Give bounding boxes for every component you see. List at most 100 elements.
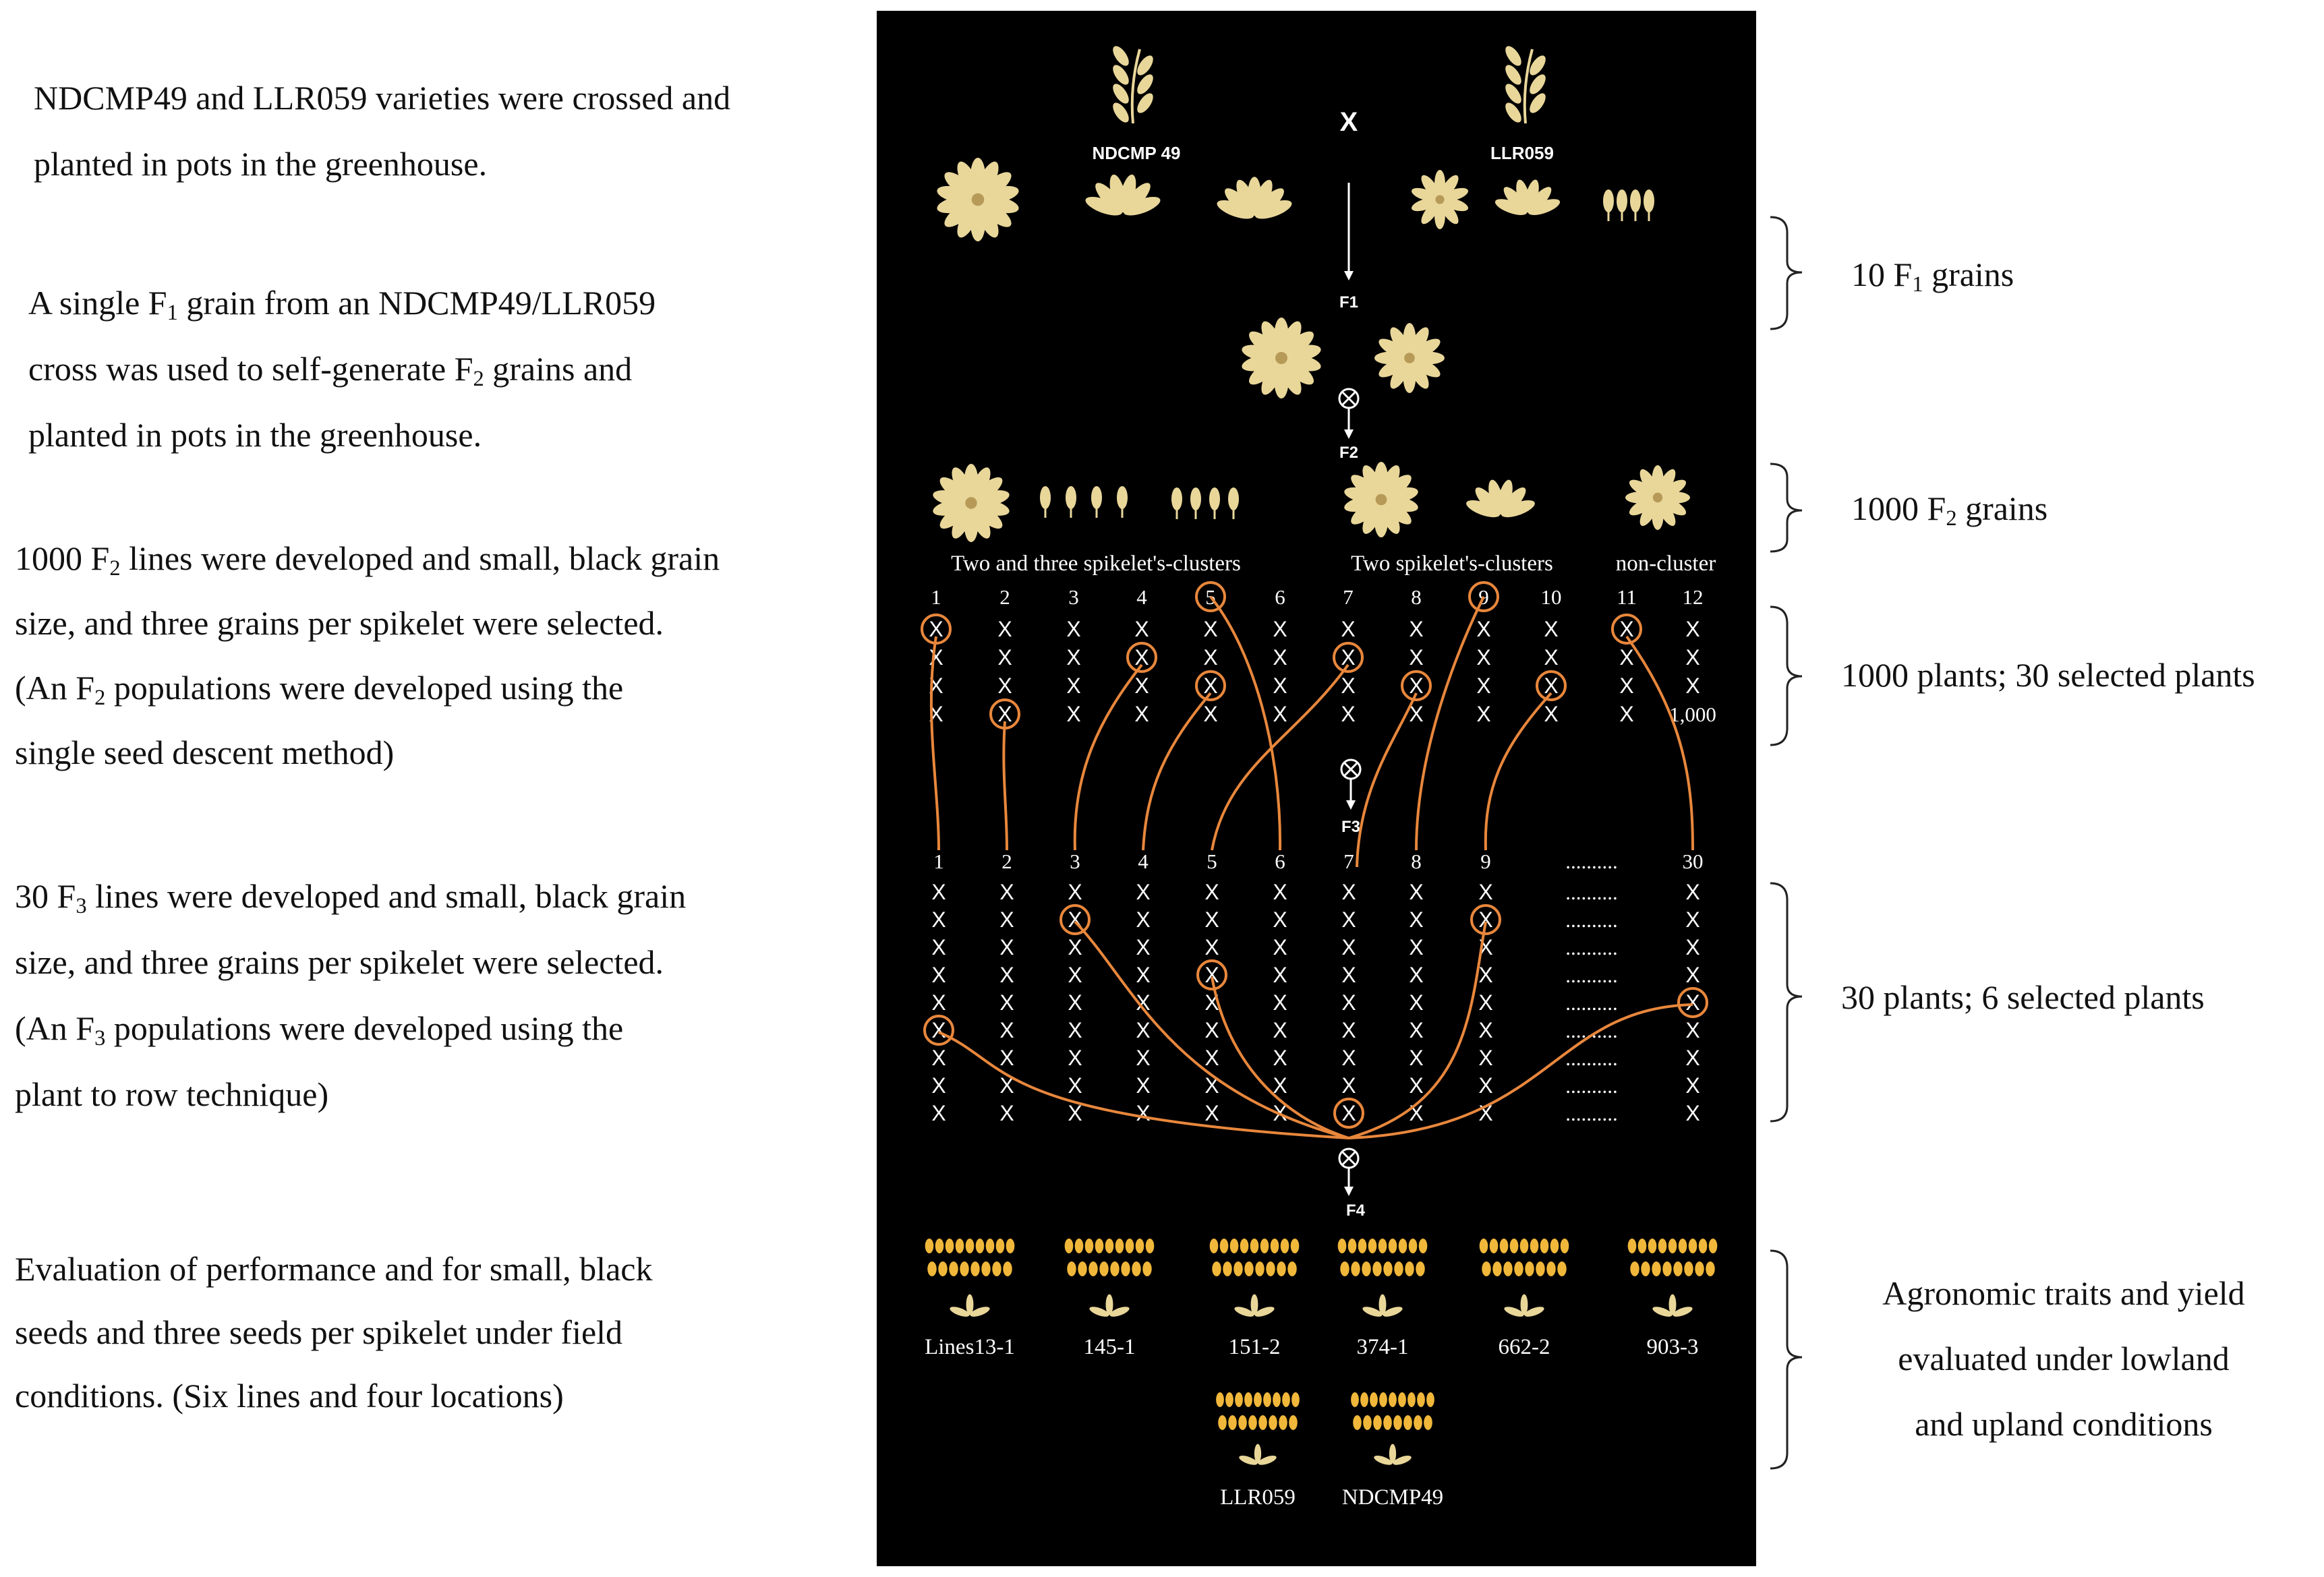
f3-mark: X [1409, 935, 1423, 959]
check-ndcmp49-spikelet-grain [1389, 1444, 1397, 1464]
check-ndcmp49-row1-seed [1370, 1392, 1378, 1407]
f4-line-3-row2-seed [1255, 1261, 1265, 1276]
f4-line-6-row1-seed [1648, 1239, 1657, 1253]
f4-line-1-row1-seed [945, 1239, 954, 1253]
f3-mark-last: X [1685, 1046, 1700, 1070]
f3-mark: X [931, 907, 946, 932]
f3-mark: X [999, 935, 1014, 959]
f4-line-2-row2-seed [1121, 1261, 1130, 1276]
f2-singles-b-grain [1171, 487, 1182, 510]
parent2-cluster-a-center [1435, 195, 1445, 204]
self-f3-x2 [1341, 1151, 1356, 1166]
f3-mark: X [1068, 1101, 1082, 1125]
f2-f3-connector-3 [1073, 663, 1143, 851]
parent1-label: NDCMP 49 [1092, 143, 1180, 163]
check-ndcmp49-row2-seed [1363, 1415, 1372, 1430]
f4-line-3-row1 [1209, 1239, 1300, 1253]
f2-cluster-4-grain [1629, 479, 1656, 498]
f3-mark: X [1478, 963, 1492, 987]
f4-line-1-row2-seed [970, 1261, 980, 1276]
f3-mark: X [1341, 1101, 1356, 1125]
arrow-f3-f4-head [1344, 1187, 1354, 1196]
f2-col-1: 1 [931, 585, 941, 609]
f2-mark: X [1066, 702, 1080, 726]
parent1-cluster-a-grain [977, 161, 999, 196]
f3-merge-curve-4 [1348, 921, 1487, 1139]
parent2-cluster-a-grain [1411, 187, 1437, 202]
f2-singles-b [1171, 487, 1239, 519]
f2-col-3: 3 [1068, 585, 1079, 609]
step1-line2: planted in pots in the greenhouse. [34, 145, 488, 183]
cluster-label-two-three: Two and three spikelet's-clusters [951, 552, 1241, 576]
f3-mark: X [1136, 1101, 1150, 1125]
f4-line-6-row2-seed [1684, 1261, 1693, 1276]
self-f2-ring [1340, 758, 1362, 780]
step5-description: Evaluation of performance and for small,… [15, 1237, 652, 1427]
f1-cluster-a-grain [1261, 361, 1282, 395]
f3-mark: X [1068, 935, 1082, 959]
parent2-cluster-a-grain [1440, 175, 1459, 198]
f4-line-3-row2-seed [1212, 1261, 1221, 1276]
f2-cluster-1 [933, 464, 1010, 542]
parent1-cluster-b-grain [1123, 196, 1161, 216]
f2-f3-connector-6 [1211, 663, 1349, 851]
f4-line-1-row1-seed [925, 1239, 934, 1253]
step3-line2: size, and three grains per spikelet were… [15, 604, 664, 642]
step4-line1-a: 30 F [15, 877, 76, 915]
f4-line-5-label: 662-2 [1499, 1335, 1550, 1359]
f2-mark: X [997, 674, 1012, 698]
parent2-singles-grain [1630, 189, 1641, 212]
f2-mark: X [1273, 702, 1287, 726]
f4-line-3-row2-seed [1233, 1261, 1243, 1276]
check-llr059-row2-seed [1269, 1415, 1277, 1430]
f3-mark: X [1478, 990, 1492, 1015]
f4-line-1-row2-seed [992, 1261, 1001, 1276]
parent2-panicle-grain [1505, 46, 1521, 66]
parent2-singles-grain [1617, 189, 1627, 212]
f2-cluster-1-grain [952, 467, 972, 500]
f3-mark: X [931, 990, 946, 1015]
f3-mark: X [1204, 907, 1219, 932]
f4-line-6-spikelet-grain [1652, 1307, 1673, 1317]
self-f1-ring [1338, 388, 1360, 409]
f4-line-5-row1-seed [1509, 1239, 1519, 1253]
f2-cluster-2-grain [1381, 465, 1400, 497]
step2-line2-b: grains and [484, 350, 633, 388]
f3-mark: X [1341, 990, 1356, 1015]
gen-f4-label: F4 [1346, 1201, 1366, 1220]
step3-line3-sub: 2 [94, 686, 106, 711]
f1-cluster-b-grain [1410, 327, 1429, 356]
f4-line-6-row2-seed [1706, 1261, 1715, 1276]
step4-line1-sub: 3 [76, 894, 87, 919]
f4-line-1-row1-seed [975, 1239, 985, 1253]
step2-line2-sub: 2 [473, 367, 484, 392]
f4-line-6-row2-seed [1641, 1261, 1650, 1276]
f3-merge-curve-5 [1348, 1003, 1693, 1139]
f4-line-5-row1-seed [1499, 1239, 1509, 1253]
f2-cluster-4-grain [1660, 498, 1687, 516]
step5-line1: Evaluation of performance and for small,… [15, 1250, 653, 1288]
f4-line-3-spikelet-grain [1250, 1294, 1258, 1315]
f2-mark: X [1409, 617, 1423, 641]
f3-mark: X [1409, 880, 1423, 904]
f3-mark: X [1273, 935, 1287, 959]
label-f1-a: 10 F [1851, 256, 1913, 293]
check-ndcmp49-spikelet-grain [1393, 1455, 1412, 1465]
f2-singles-a-grain [1091, 486, 1102, 509]
check-llr059-row2-seed [1289, 1415, 1298, 1430]
check-ndcmp49-row1-seed [1379, 1392, 1387, 1407]
f4-line-4-row2-seed [1372, 1261, 1382, 1276]
check-llr059-spikelet-grain [1254, 1444, 1262, 1464]
f4-line-1-spikelet-grain [970, 1307, 990, 1317]
f4-line-5-row1 [1479, 1239, 1569, 1253]
f4-line-1-label: Lines13-1 [925, 1335, 1015, 1359]
parent1-panicle-grain [1113, 65, 1129, 85]
f2-f3-connector-9 [1484, 692, 1552, 851]
f1-cluster-b-grain [1378, 338, 1407, 358]
f2-cluster-3-grain [1466, 500, 1501, 518]
f3-dots-header: .......... [1565, 850, 1618, 873]
step4-line3-b: populations were developed using the [105, 1009, 624, 1047]
f4-line-3-row2-seed [1266, 1261, 1275, 1276]
f2-col-2: 2 [999, 585, 1010, 609]
f4-line-5-row2-seed [1536, 1261, 1545, 1276]
